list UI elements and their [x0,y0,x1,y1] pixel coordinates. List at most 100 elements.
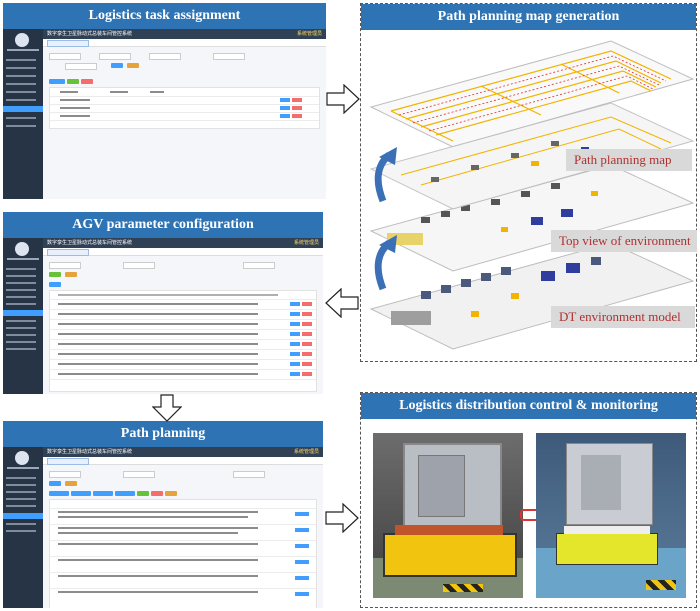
edit-row-button[interactable] [280,98,290,102]
reset-button[interactable] [127,63,139,68]
delete-row-button[interactable] [302,352,312,356]
sidebar-item[interactable] [6,320,36,322]
filter-input[interactable] [213,53,245,60]
sidebar-item[interactable] [6,491,36,493]
toolbar-button[interactable] [137,491,149,496]
sidebar-item[interactable] [6,91,36,93]
delete-row-button[interactable] [302,302,312,306]
delete-row-button[interactable] [302,342,312,346]
sidebar-item[interactable] [6,498,36,500]
sidebar-item[interactable] [6,530,36,532]
sidebar-item[interactable] [6,348,36,350]
toolbar-button[interactable] [165,491,177,496]
edit-button[interactable] [67,79,79,84]
sidebar-item[interactable] [6,282,36,284]
edit-row-button[interactable] [290,332,300,336]
reset-button[interactable] [65,272,77,277]
edit-row-button[interactable] [290,362,300,366]
reset-button[interactable] [65,481,77,486]
edit-row-button[interactable] [280,114,290,118]
table-cell [58,532,238,534]
sidebar-item-active[interactable] [3,310,43,316]
filter-select[interactable] [243,262,275,269]
user-label[interactable]: 系统管理员 [293,240,319,246]
action-button[interactable] [295,528,309,532]
search-button[interactable] [49,481,61,486]
delete-row-button[interactable] [302,312,312,316]
user-label[interactable]: 系统管理员 [293,449,319,455]
arrow-task-to-map [326,84,360,114]
delete-row-button[interactable] [302,332,312,336]
action-button[interactable] [295,544,309,548]
search-button[interactable] [49,272,61,277]
filter-input[interactable] [149,53,181,60]
sidebar-item[interactable] [6,334,36,336]
add-button[interactable] [49,79,65,84]
sidebar-item[interactable] [6,303,36,305]
sidebar [3,29,43,199]
filter-input[interactable] [99,53,131,60]
sidebar-item[interactable] [6,327,36,329]
edit-row-button[interactable] [290,342,300,346]
toolbar-button[interactable] [151,491,163,496]
tab-active[interactable] [47,40,89,47]
sidebar-item[interactable] [6,484,36,486]
user-label[interactable]: 系统管理员 [296,31,322,37]
tab-active[interactable] [47,249,89,256]
filter-select[interactable] [233,471,265,478]
edit-row-button[interactable] [290,372,300,376]
edit-row-button[interactable] [290,302,300,306]
sidebar-item[interactable] [6,59,36,61]
sidebar-item[interactable] [6,83,36,85]
sidebar-item[interactable] [6,477,36,479]
delete-row-button[interactable] [292,98,302,102]
toolbar-button[interactable] [115,491,135,496]
edit-row-button[interactable] [290,312,300,316]
edit-row-button[interactable] [290,352,300,356]
delete-row-button[interactable] [302,372,312,376]
action-button[interactable] [295,592,309,596]
sidebar-item[interactable] [6,268,36,270]
delete-row-button[interactable] [302,362,312,366]
filter-input[interactable] [49,53,81,60]
filter-input[interactable] [49,262,81,269]
sidebar-item[interactable] [6,505,36,507]
task-assignment-panel: Logistics task assignment 数字孪生卫星脉动式总装车间管… [3,3,326,199]
sidebar-item[interactable] [6,75,36,77]
tab-bar [43,457,323,465]
edit-row-button[interactable] [280,106,290,110]
sidebar-item[interactable] [6,125,36,127]
toolbar-button[interactable] [93,491,113,496]
sidebar-item[interactable] [6,67,36,69]
search-button[interactable] [111,63,123,68]
delete-row-button[interactable] [292,114,302,118]
sidebar-item[interactable] [6,296,36,298]
filter-select[interactable] [65,63,97,70]
filter-input[interactable] [123,262,155,269]
path-table [49,499,317,608]
sidebar-item-active[interactable] [3,513,43,519]
edit-row-button[interactable] [290,322,300,326]
sidebar-item-active[interactable] [3,106,43,112]
add-button[interactable] [49,282,61,287]
toolbar-button[interactable] [49,491,69,496]
tab-active[interactable] [47,458,89,465]
sidebar-item[interactable] [6,275,36,277]
sidebar-item[interactable] [6,99,36,101]
filter-input[interactable] [49,471,81,478]
sidebar-item[interactable] [6,117,36,119]
action-button[interactable] [295,576,309,580]
action-button[interactable] [295,560,309,564]
delete-row-button[interactable] [302,322,312,326]
user-name [7,49,39,51]
delete-row-button[interactable] [292,106,302,110]
sidebar-item[interactable] [6,523,36,525]
sidebar-item[interactable] [6,289,36,291]
sidebar-item[interactable] [6,341,36,343]
physical-agv-photo [373,433,523,598]
toolbar-button[interactable] [71,491,91,496]
action-button[interactable] [295,512,309,516]
table-cell [58,353,258,355]
filter-input[interactable] [123,471,155,478]
delete-button[interactable] [81,79,93,84]
